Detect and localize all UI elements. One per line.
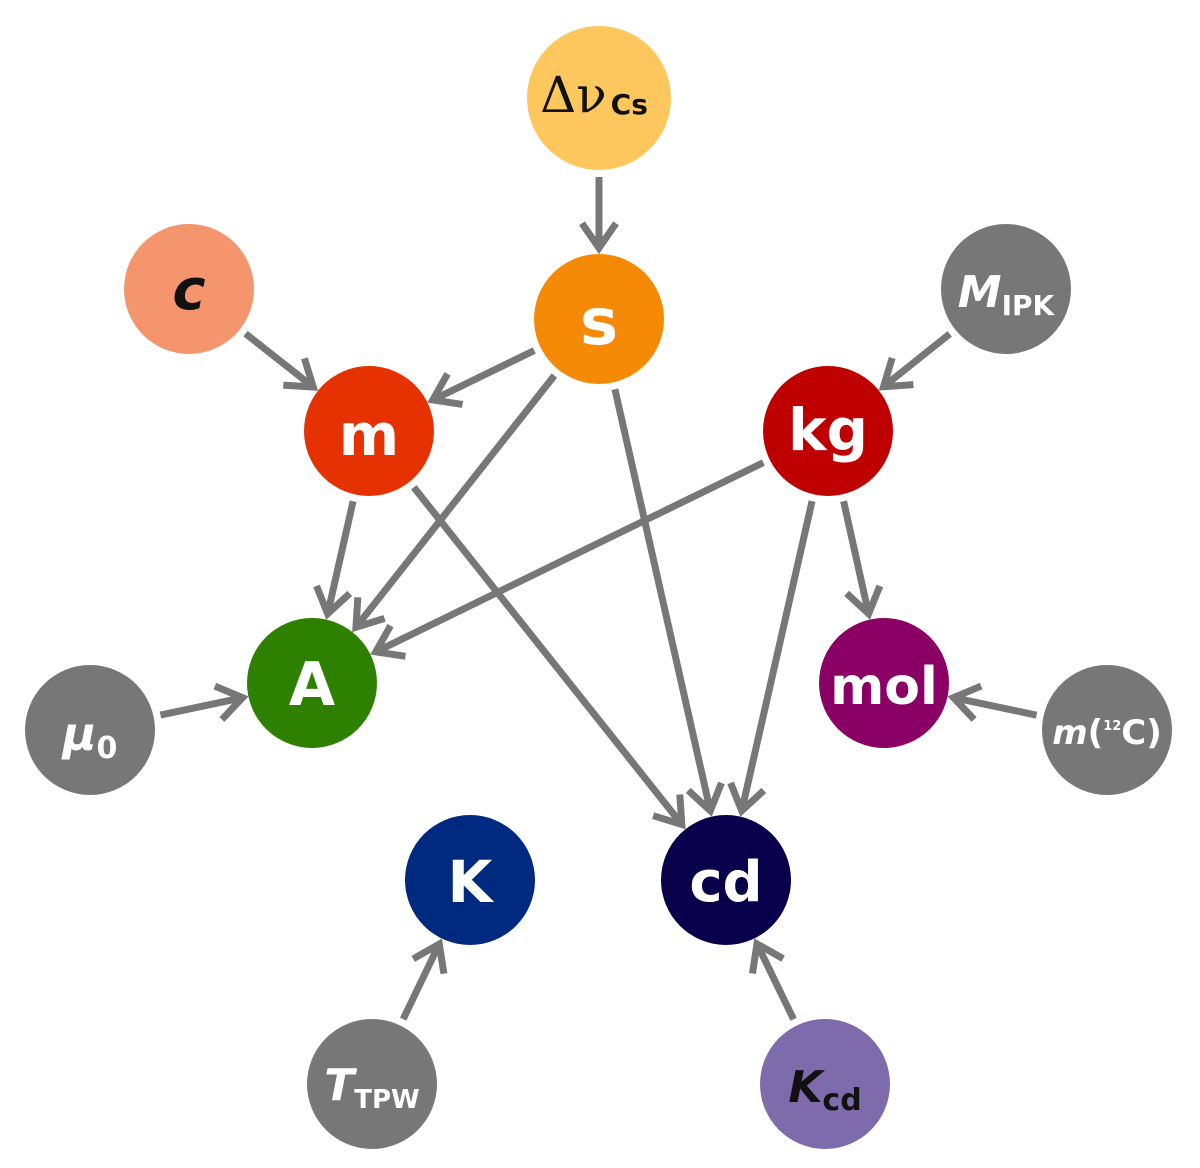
arrowhead (370, 623, 406, 660)
edge-m-to-cd (411, 485, 686, 830)
node-s: s (534, 254, 664, 384)
const-m-ipk-label: MIPK (958, 267, 1056, 322)
const-m-12c-label: m(12C) (1052, 713, 1162, 753)
arrowhead (727, 781, 767, 817)
edge-line (400, 943, 442, 1021)
arrowhead (352, 597, 386, 633)
const-k-cd-label: Kcd (788, 1062, 861, 1118)
node-m-circle (304, 366, 434, 496)
edge-s-to-A (352, 373, 558, 633)
edge-line (243, 330, 315, 390)
edge-line (432, 347, 536, 403)
edge-mu0-to-A (159, 682, 249, 722)
node-K-label: K (448, 848, 495, 916)
node-A: A (247, 618, 377, 748)
edge-line (611, 388, 714, 811)
const-k-cd: Kcd (760, 1019, 890, 1149)
const-mu0-circle (25, 665, 155, 795)
arrowhead (947, 682, 983, 722)
const-mu0-label: μ0 (61, 707, 118, 766)
const-m-ipk-circle (941, 224, 1071, 354)
edges (159, 177, 1038, 1021)
arrowhead (748, 938, 785, 975)
edge-s-to-m (427, 347, 536, 408)
edge-mc12-to-mol (947, 682, 1038, 722)
edge-kcd-to-cd (748, 938, 797, 1021)
arrowhead (685, 781, 725, 817)
const-m-ipk: MIPK (941, 224, 1071, 354)
node-A-circle (247, 618, 377, 748)
node-cd: cd (661, 815, 791, 945)
node-m-label: m (339, 401, 399, 469)
node-m: m (304, 366, 434, 496)
edge-kg-to-A (370, 459, 765, 660)
edge-line (953, 694, 1038, 719)
arrowhead (652, 794, 686, 830)
edge-line (375, 459, 765, 655)
arrowhead (579, 221, 619, 255)
edge-ttpw-to-K (400, 938, 448, 1021)
node-mol-circle (819, 618, 949, 748)
edge-s-to-cd (611, 388, 725, 817)
edge-line (159, 694, 243, 719)
edge-line (754, 943, 797, 1021)
edge-c-to-m (243, 330, 319, 391)
const-t-tpw-circle (307, 1019, 437, 1149)
const-c: c (124, 224, 254, 354)
const-delta-nu-cs-circle (527, 26, 671, 170)
node-s-circle (534, 254, 664, 384)
const-t-tpw-label: TTPW (324, 1060, 420, 1115)
node-A-label: A (289, 650, 336, 720)
arrowhead (411, 938, 448, 975)
arrowhead (283, 357, 319, 391)
const-t-tpw: TTPW (307, 1019, 437, 1149)
arrowhead (427, 372, 464, 408)
arrowhead (313, 584, 353, 620)
node-kg: kg (763, 366, 893, 496)
node-mol: mol (819, 618, 949, 748)
node-mol-label: mol (830, 657, 938, 717)
edge-kg-to-mol (840, 500, 884, 620)
const-m-12c: m(12C) (1042, 665, 1172, 795)
node-s-label: s (580, 286, 618, 360)
const-k-cd-circle (760, 1019, 890, 1149)
arrowhead (878, 356, 914, 391)
edge-line (738, 500, 816, 811)
const-c-circle (124, 224, 254, 354)
const-mu0: μ0 (25, 665, 155, 795)
node-K: K (405, 815, 535, 945)
edge-line (840, 500, 872, 614)
edge-line (353, 373, 558, 629)
edge-line (324, 500, 357, 614)
edge-dnu-to-s (579, 177, 619, 255)
node-cd-circle (661, 815, 791, 945)
node-cd-label: cd (689, 850, 762, 915)
edge-kg-to-cd (727, 500, 816, 817)
arrowhead (844, 584, 884, 620)
edge-line (882, 331, 952, 389)
const-c-label: c (172, 258, 205, 323)
edge-line (411, 485, 684, 826)
node-kg-circle (763, 366, 893, 496)
arrowhead (213, 682, 249, 722)
const-m-12c-circle (1042, 665, 1172, 795)
edge-mipk-to-kg (878, 331, 952, 391)
edge-m-to-A (313, 500, 357, 620)
node-kg-label: kg (788, 396, 868, 464)
node-K-circle (405, 815, 535, 945)
